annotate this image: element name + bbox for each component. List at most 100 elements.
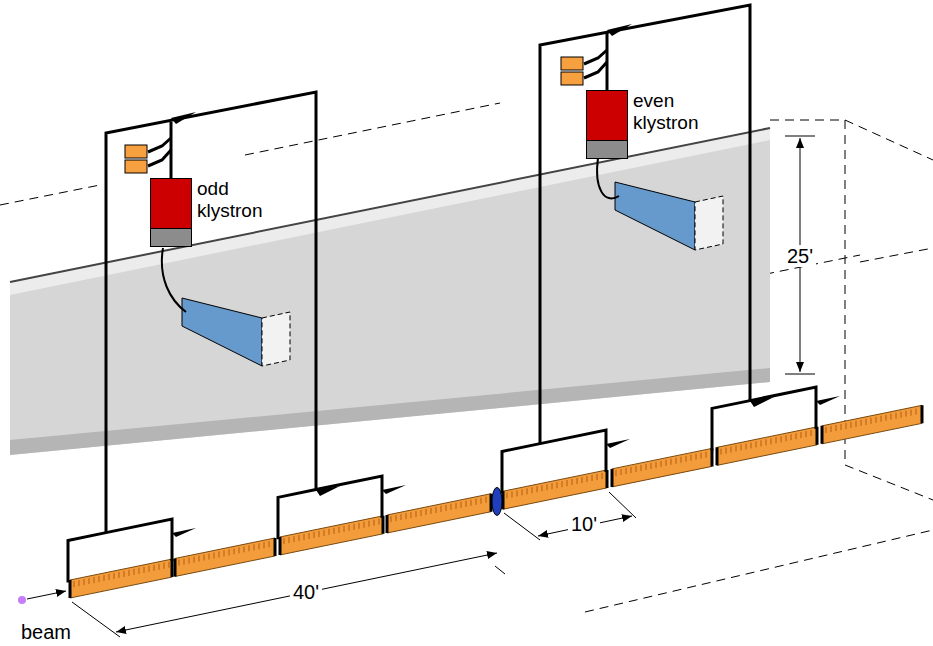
section-flange bbox=[280, 516, 383, 555]
illustration-part bbox=[615, 182, 695, 250]
beamline bbox=[68, 387, 922, 598]
dimension-label: 25' bbox=[784, 245, 816, 267]
section-ticks bbox=[74, 562, 169, 587]
waveguide-flag bbox=[171, 112, 340, 496]
illustration-part bbox=[860, 248, 933, 262]
dimension-label: 10' bbox=[568, 513, 600, 535]
illustration-part bbox=[609, 492, 636, 518]
section-flange bbox=[503, 470, 607, 509]
section-ticks bbox=[507, 473, 602, 498]
illustration-part bbox=[584, 62, 607, 78]
beam-arrow bbox=[27, 591, 66, 599]
beam-label: beam bbox=[18, 621, 74, 643]
illustration-part bbox=[495, 566, 505, 574]
section-body bbox=[70, 559, 172, 598]
section-body bbox=[822, 405, 922, 444]
rf-load bbox=[561, 57, 583, 70]
section-ticks bbox=[179, 541, 269, 565]
accelerator-section bbox=[612, 448, 712, 487]
section-body bbox=[612, 448, 712, 487]
klystron-body bbox=[586, 90, 628, 158]
waveguide-flag bbox=[172, 528, 196, 537]
section-body bbox=[717, 427, 817, 466]
illustration-part bbox=[10, 368, 770, 455]
waveguide-feed bbox=[712, 387, 816, 450]
klystron-tube bbox=[586, 90, 628, 141]
illustration-part bbox=[262, 312, 290, 366]
illustration-part bbox=[540, 5, 750, 444]
illustration-part bbox=[148, 150, 171, 166]
illustration-part bbox=[10, 128, 770, 295]
waveguide-flag bbox=[606, 439, 630, 448]
modulator-box bbox=[615, 182, 723, 250]
accelerator-section bbox=[717, 427, 817, 466]
accelerator-section bbox=[387, 494, 491, 533]
dimension-10 bbox=[504, 492, 636, 540]
accelerator-section bbox=[822, 405, 922, 444]
rf-load bbox=[561, 72, 583, 85]
section-body bbox=[503, 470, 607, 509]
waveguide-flag bbox=[607, 24, 774, 407]
klystron: even klystron bbox=[586, 90, 718, 159]
illustration-part bbox=[182, 298, 262, 366]
waveguide-flag bbox=[382, 485, 406, 494]
illustration-part bbox=[171, 112, 196, 124]
illustration-part bbox=[845, 465, 933, 500]
illustration-part bbox=[695, 196, 723, 250]
section-body bbox=[175, 538, 275, 577]
illustration-part bbox=[10, 128, 770, 282]
accelerator-section bbox=[70, 559, 172, 598]
section-body bbox=[387, 494, 491, 533]
accelerator-section bbox=[503, 470, 607, 509]
earth-band bbox=[10, 128, 770, 455]
waveguide-flag bbox=[816, 396, 840, 405]
illustration-part bbox=[0, 185, 100, 205]
section-flange bbox=[70, 559, 172, 598]
illustration-part bbox=[607, 24, 632, 36]
section-ticks bbox=[284, 519, 379, 544]
klystron-label: odd klystron bbox=[197, 178, 282, 222]
section-ticks bbox=[616, 452, 706, 476]
klystron: odd klystron bbox=[150, 178, 282, 247]
illustration-part bbox=[585, 530, 933, 612]
illustration-part bbox=[584, 50, 607, 64]
section-body bbox=[280, 516, 383, 555]
section-ticks bbox=[721, 430, 811, 454]
illustration-part bbox=[116, 553, 497, 632]
beam-dot bbox=[18, 596, 26, 604]
klystron-base bbox=[586, 140, 628, 159]
waveguide-feed bbox=[278, 476, 382, 539]
accelerator-section bbox=[175, 538, 275, 577]
outline-dashes bbox=[0, 103, 933, 612]
illustration-part bbox=[770, 120, 845, 465]
waveguide bbox=[106, 92, 316, 533]
klystron-body bbox=[150, 178, 192, 246]
illustration-part bbox=[106, 92, 316, 533]
cable bbox=[162, 248, 186, 312]
section-ticks bbox=[826, 409, 916, 433]
klystron-tube bbox=[150, 178, 192, 229]
klystron-label: even klystron bbox=[633, 90, 718, 134]
illustration-part bbox=[504, 513, 540, 540]
illustration-part bbox=[10, 128, 770, 455]
illustration-part bbox=[148, 138, 171, 152]
section-flange bbox=[387, 494, 491, 533]
rf-load bbox=[125, 160, 147, 173]
illustration-part bbox=[72, 602, 120, 637]
dimension-label: 40' bbox=[290, 581, 322, 603]
section-flange bbox=[175, 538, 275, 577]
illustration-part bbox=[785, 136, 815, 137]
rf-load bbox=[125, 145, 147, 158]
waveguide-feed bbox=[68, 519, 172, 582]
klystron-base bbox=[150, 228, 192, 247]
section-flange bbox=[717, 427, 817, 466]
section-flange bbox=[612, 448, 712, 487]
illustration-part bbox=[785, 374, 815, 375]
dimension-40 bbox=[72, 553, 505, 637]
cable bbox=[597, 158, 619, 198]
waveguide bbox=[540, 5, 750, 444]
section-flange bbox=[822, 405, 922, 444]
